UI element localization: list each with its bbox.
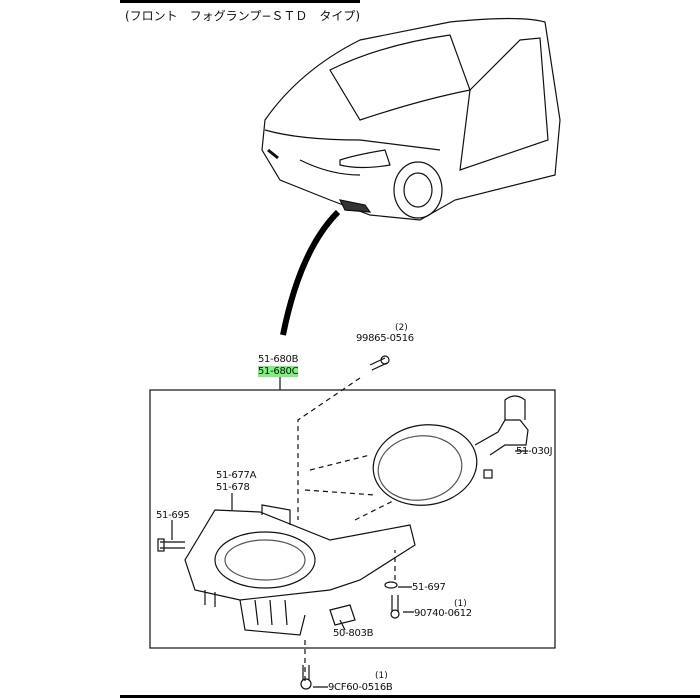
bottom-rule (120, 695, 700, 698)
fog-lamp-unit (372, 395, 529, 506)
fog-lamp-bezel (184, 504, 416, 636)
part-label-51-030j[interactable]: 51-030J (516, 446, 553, 457)
top-rule (120, 0, 360, 3)
assembly-frame (149, 389, 556, 649)
part-label-51-677a[interactable]: 51-677A (216, 470, 257, 481)
diagram-title: (フロント フォグランプ−ＳＴＤ タイプ) (125, 9, 361, 23)
qty-9cf60-0516b: (1) (375, 671, 388, 681)
part-label-51-680b[interactable]: 51-680B (258, 354, 299, 365)
part-label-51-680c[interactable]: 51-680C (258, 366, 299, 377)
qty-90740-0612: (1) (454, 599, 467, 609)
part-label-90740-0612[interactable]: 90740-0612 (414, 608, 472, 619)
part-label-99865-0516[interactable]: 99865-0516 (356, 333, 414, 344)
qty-99865-0516: (2) (395, 323, 408, 333)
part-label-9cf60-0516b[interactable]: 9CF60-0516B (328, 682, 393, 693)
part-label-50-803b[interactable]: 50-803B (333, 628, 374, 639)
part-label-51-695[interactable]: 51-695 (156, 510, 190, 521)
screw-icon (157, 355, 400, 690)
part-label-51-678[interactable]: 51-678 (216, 482, 250, 493)
pointer-arrow (280, 209, 341, 336)
car-illustration (261, 17, 561, 221)
part-label-51-697[interactable]: 51-697 (412, 582, 446, 593)
